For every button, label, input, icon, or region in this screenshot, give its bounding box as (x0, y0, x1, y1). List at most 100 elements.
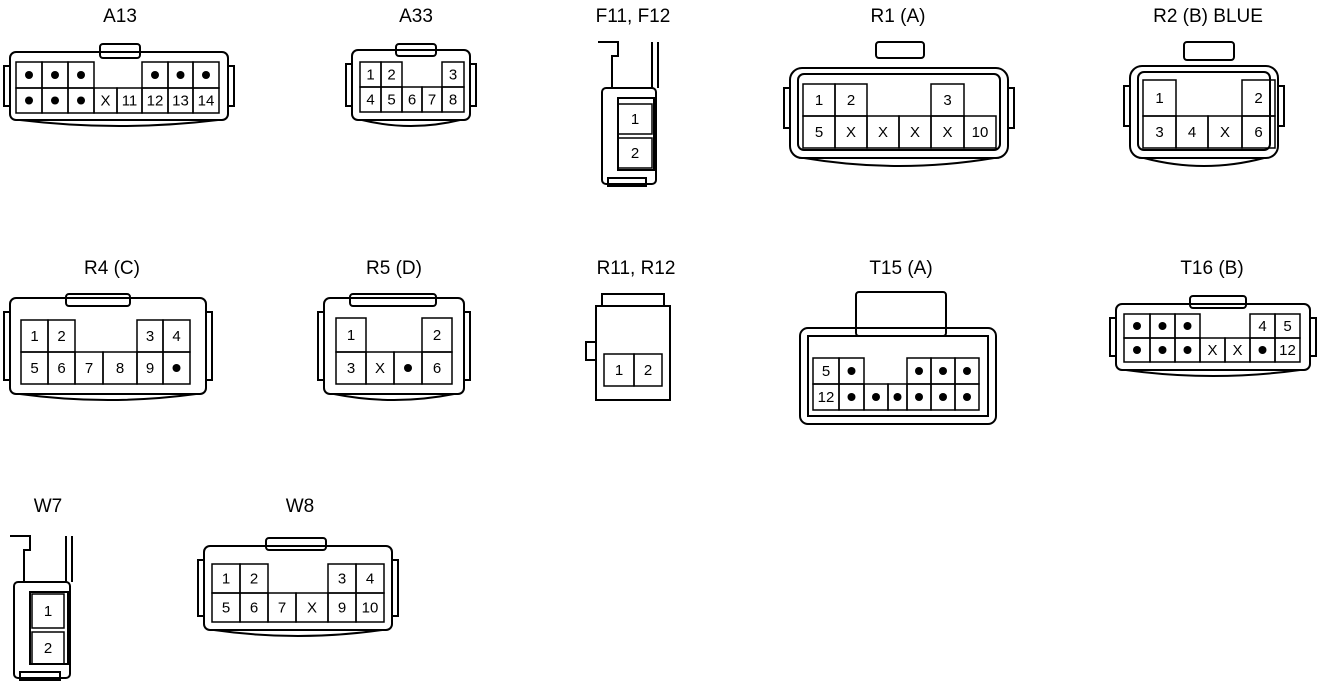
connector-latch (99, 43, 141, 59)
pin-label: 6 (408, 92, 416, 109)
pin-label: 3 (338, 571, 346, 588)
pin-dot (1258, 346, 1267, 354)
pin-cell (1241, 115, 1276, 149)
pin-dot (847, 393, 856, 401)
connector-title-f11f12: F11, F12 (595, 6, 671, 27)
pin-dot (25, 71, 33, 79)
pin-label: 3 (1155, 124, 1163, 141)
pin-dot (939, 393, 947, 401)
pin-cell (162, 351, 191, 385)
pin-label: 3 (347, 360, 355, 377)
connector-latch (855, 291, 947, 337)
pin-label: 8 (449, 92, 457, 109)
pin-cell (421, 351, 453, 385)
pin-label: 12 (147, 93, 164, 110)
pin-label: 4 (1188, 124, 1196, 141)
pin-dot (915, 393, 923, 401)
pin-label: 2 (57, 328, 65, 345)
pin-label: X (878, 124, 888, 141)
pin-cell (31, 631, 65, 665)
pin-dot (77, 71, 85, 79)
pin-label: 2 (44, 640, 52, 657)
connector-latch (265, 537, 327, 551)
pin-label: 1 (631, 111, 639, 128)
pin-dot (963, 367, 971, 375)
pin-dot (1183, 322, 1192, 330)
pin-label: X (846, 124, 856, 141)
pin-cell (963, 115, 997, 149)
pin-label: 2 (631, 145, 639, 162)
pin-cell (31, 593, 65, 629)
pin-label: 2 (847, 92, 855, 109)
connector-latch (65, 293, 131, 307)
connector-title-r1a: R1 (A) (870, 6, 926, 27)
pin-label: 4 (366, 92, 374, 109)
pin-label: 8 (116, 360, 124, 377)
pin-cell (617, 137, 653, 169)
pin-dot (1133, 322, 1141, 330)
pin-label: 4 (366, 571, 374, 588)
pin-label: 6 (1254, 124, 1262, 141)
pin-label: X (1207, 342, 1217, 359)
pin-label: X (375, 360, 385, 377)
pin-label: 6 (57, 360, 65, 377)
pin-label: 4 (1258, 318, 1266, 335)
pin-cell (617, 103, 653, 135)
connector-housing (595, 305, 671, 401)
pin-label: X (910, 124, 920, 141)
pin-dot (1158, 322, 1167, 330)
pin-label: 1 (30, 328, 38, 345)
pin-label: 2 (387, 67, 395, 84)
pin-label: 4 (172, 328, 180, 345)
connector-housing (203, 545, 393, 631)
pin-label: 1 (1155, 90, 1163, 107)
pin-dot (1183, 346, 1192, 354)
connector-housing (799, 327, 997, 425)
pin-label: 2 (1254, 90, 1262, 107)
pin-label: 5 (1283, 318, 1291, 335)
connector-housing (601, 87, 657, 185)
pin-label: 10 (972, 124, 989, 141)
pin-label: 1 (44, 603, 52, 620)
pin-label: 6 (250, 600, 258, 617)
pin-label: X (942, 124, 952, 141)
connector-title-t15a: T15 (A) (869, 258, 933, 279)
pin-label: 2 (433, 327, 441, 344)
pin-label: 9 (338, 600, 346, 617)
pin-dot (915, 367, 923, 375)
pin-label: 7 (428, 92, 436, 109)
pin-label: X (1220, 124, 1230, 141)
connector-title-r2b: R2 (B) BLUE (1153, 6, 1263, 27)
connector-title-w8: W8 (285, 496, 315, 517)
pin-dot (25, 96, 33, 105)
pin-cell (355, 592, 385, 623)
pin-dot (893, 393, 902, 401)
pin-dot (847, 367, 856, 375)
pin-label: 3 (943, 92, 951, 109)
pin-dot (151, 71, 159, 79)
pin-label: 5 (815, 124, 823, 141)
pin-dot (51, 96, 59, 105)
pin-label: X (100, 93, 110, 110)
pin-label: 2 (644, 362, 652, 379)
connector-latch (875, 41, 925, 59)
pin-dot (1158, 346, 1167, 354)
pin-label: 1 (366, 67, 374, 84)
pin-cell (441, 86, 465, 113)
pin-label: 1 (347, 327, 355, 344)
pin-dot (939, 367, 947, 375)
pin-label: 1 (815, 92, 823, 109)
pin-dot (77, 96, 85, 105)
pin-label: 5 (822, 363, 830, 380)
pin-dot (963, 393, 971, 401)
